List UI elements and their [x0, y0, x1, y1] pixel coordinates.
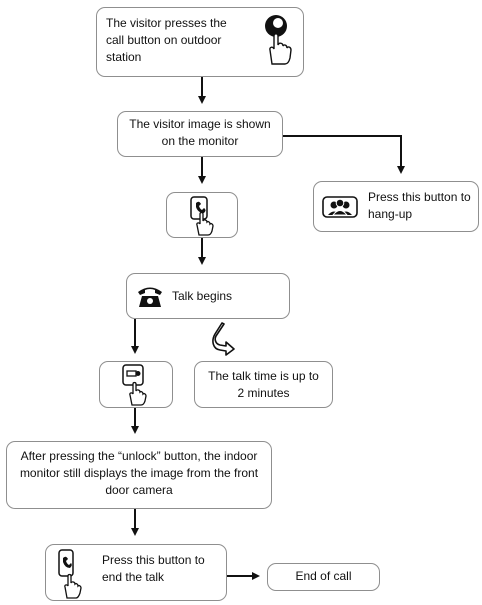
step-talk-time — [194, 361, 333, 408]
arrow-image-to-hangup — [283, 135, 405, 174]
step-visitor-presses-call-text: The visitor presses the call button on o… — [106, 16, 227, 64]
telephone-icon — [138, 287, 162, 307]
curved-arrow-icon — [212, 322, 235, 356]
monitor-hangup-icon — [322, 196, 358, 218]
step-after-unlock — [6, 441, 272, 509]
unlock-button-press-icon — [122, 364, 147, 406]
step-talk-begins-text: Talk begins — [172, 289, 233, 303]
step-end-talk-text: Press this button to end the talk — [102, 553, 205, 584]
step-end-of-call — [267, 563, 380, 591]
step-talk-time-text: The talk time is up to 2 minutes — [208, 369, 319, 400]
step-end-of-call-text: End of call — [295, 569, 352, 583]
step-after-unlock-text: After pressing the “unlock” button, the … — [19, 449, 259, 497]
step-visitor-image-shown — [117, 111, 283, 157]
doorbell-press-icon — [265, 15, 292, 65]
step-hang-up-text: Press this button to hang-up — [368, 190, 471, 221]
step-visitor-image-shown-text: The visitor image is shown on the monito… — [129, 117, 271, 148]
talk-button-press-icon — [190, 196, 214, 236]
end-talk-button-press-icon — [58, 549, 82, 599]
